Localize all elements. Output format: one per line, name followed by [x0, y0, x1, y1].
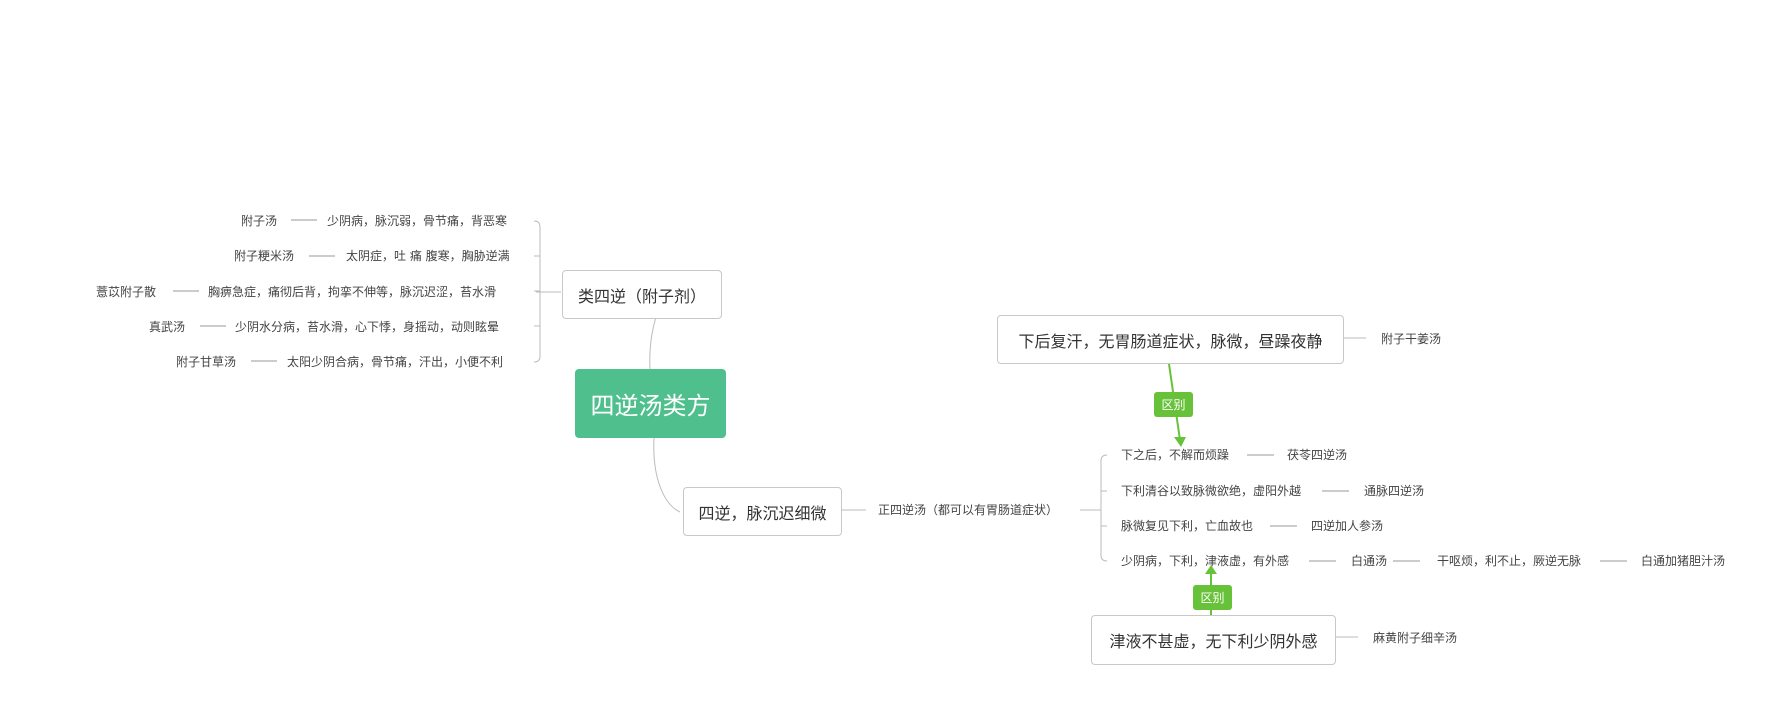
description-text: 太阴症，吐 痛 腹寒，胸胁逆满 — [346, 249, 510, 263]
branch-node-similar[interactable]: 类四逆（附子剂） — [562, 270, 722, 319]
formula-label: 茯苓四逆汤 — [1287, 448, 1348, 462]
description-text: 太阳少阴合病，骨节痛，汗出，小便不利 — [287, 355, 504, 369]
relation-node[interactable]: 下后复汗，无胃肠道症状，脉微，昼躁夜静 — [997, 315, 1344, 364]
formula-label: 四逆加人参汤 — [1311, 519, 1384, 533]
description-text: 胸痹急症，痛彻后背，拘挛不伸等，脉沉迟涩，苔水滑 — [208, 285, 497, 299]
branch-label: 类四逆（附子剂） — [577, 286, 706, 306]
relation-label: 津液不甚虚，无下利少阴外感 — [1109, 632, 1318, 651]
branch-label: 四逆，脉沉迟细微 — [698, 503, 827, 523]
condition-text: 下之后，不解而烦躁 — [1121, 448, 1230, 462]
description-text: 干呕烦，利不止，厥逆无脉 — [1437, 554, 1582, 568]
relation-tag[interactable]: 区别 — [1193, 585, 1232, 610]
formula-label: 白通加猪胆汁汤 — [1641, 554, 1726, 568]
description-text: 少阴水分病，苔水滑，心下悸，身摇动，动则眩晕 — [235, 320, 500, 334]
relation-label: 下后复汗，无胃肠道症状，脉微，昼躁夜静 — [1018, 331, 1323, 351]
condition-text: 脉微复见下利，亡血故也 — [1121, 519, 1254, 533]
branch-node-main[interactable]: 四逆，脉沉迟细微 — [683, 487, 842, 536]
formula-label: 麻黄附子细辛汤 — [1373, 631, 1458, 645]
sub-branch-label: 正四逆汤（都可以有胃肠道症状） — [878, 503, 1059, 517]
relation-tag-label: 区别 — [1161, 398, 1186, 412]
formula-label: 白通汤 — [1351, 554, 1388, 568]
root-node[interactable]: 四逆汤类方 — [575, 369, 726, 438]
root-label: 四逆汤类方 — [590, 392, 711, 420]
formula-label: 附子汤 — [241, 214, 278, 228]
formula-label: 薏苡附子散 — [96, 285, 157, 299]
formula-label: 通脉四逆汤 — [1364, 484, 1425, 498]
relation-tag-label: 区别 — [1200, 591, 1225, 605]
condition-text: 下利清谷以致脉微欲绝，虚阳外越 — [1121, 484, 1302, 498]
formula-label: 附子粳米汤 — [234, 249, 295, 263]
description-text: 少阴病，脉沉弱，骨节痛，背恶寒 — [327, 214, 508, 228]
relation-node[interactable]: 津液不甚虚，无下利少阴外感 — [1091, 615, 1336, 665]
relation-tag[interactable]: 区别 — [1154, 392, 1193, 417]
formula-label: 附子干姜汤 — [1381, 332, 1442, 346]
formula-label: 真武汤 — [149, 320, 186, 334]
formula-label: 附子甘草汤 — [176, 355, 237, 369]
condition-text: 少阴病，下利，津液虚，有外感 — [1121, 554, 1290, 568]
